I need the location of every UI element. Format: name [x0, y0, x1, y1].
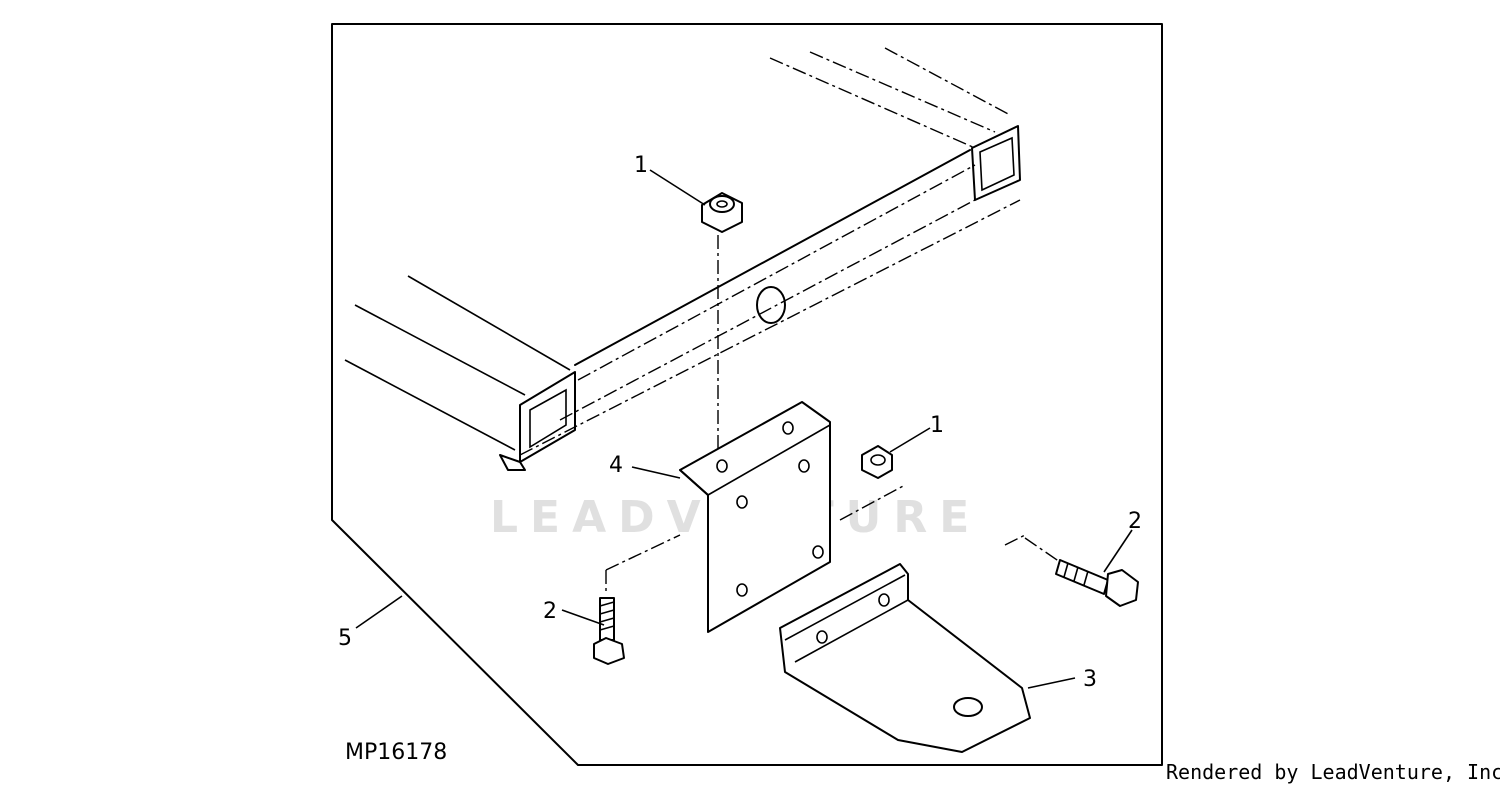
hex-nut-top	[701, 192, 743, 233]
leader-lines	[355, 169, 1133, 689]
callout-tow-bracket: 3	[1083, 667, 1097, 692]
bolt-right	[1024, 537, 1139, 607]
callout-nut-right: 1	[930, 413, 944, 438]
callout-nut-top: 1	[634, 153, 648, 178]
callout-frame: 5	[338, 626, 352, 651]
callout-mount-bracket: 4	[609, 453, 623, 478]
diagram-border	[331, 23, 1163, 766]
hex-nut-right	[861, 445, 893, 479]
bolt-left	[593, 534, 681, 665]
footer-credit: Rendered by LeadVenture, Inc.	[1166, 760, 1500, 784]
mount-bracket	[679, 401, 831, 633]
frame-rails	[344, 47, 1026, 546]
tow-bracket	[779, 563, 1031, 753]
callout-bolt-right: 2	[1128, 509, 1142, 534]
callout-bolt-left: 2	[543, 599, 557, 624]
frame-hole	[756, 286, 786, 324]
left-rail-end	[499, 371, 576, 471]
right-rail-end	[971, 125, 1021, 201]
figure-id: MP16178	[345, 740, 447, 765]
